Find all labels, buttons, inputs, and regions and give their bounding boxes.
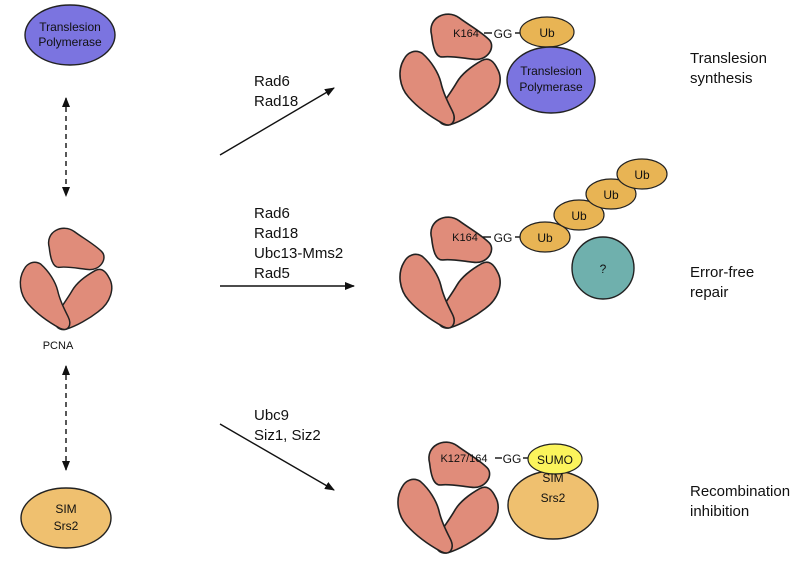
enzyme-rad6: Rad6 — [254, 73, 290, 90]
enzyme-rad18: Rad18 — [254, 93, 298, 110]
ubiquitin-4 — [616, 158, 668, 190]
gg-label: GG — [494, 27, 513, 41]
unknown-factor — [571, 236, 635, 300]
left-tl-polymerase: Translesion Polymerase — [24, 4, 116, 66]
pcna-label: PCNA — [43, 340, 74, 352]
tl-polymerase-label-2: Polymerase — [38, 35, 102, 49]
srs2-sim-label: SIM — [542, 471, 563, 485]
ub-label-1: Ub — [537, 231, 553, 245]
gg-label: GG — [503, 452, 522, 466]
srs2-sim-label: SIM — [55, 502, 76, 516]
ub-label-4: Ub — [634, 168, 650, 182]
outcome-line-1: Error-free — [690, 264, 754, 281]
lysine-label: K164 — [453, 28, 479, 40]
ub-label-2: Ub — [571, 209, 587, 223]
gg-label: GG — [494, 231, 513, 245]
ubiquitin-1 — [519, 221, 571, 253]
enzyme-siz1-siz2: Siz1, Siz2 — [254, 427, 321, 444]
left-srs2: SIM Srs2 — [20, 487, 112, 549]
enzyme-rad18: Rad18 — [254, 225, 298, 242]
sumo-label: SUMO — [537, 453, 573, 467]
pcna-trimer — [399, 13, 501, 126]
unknown-factor-label: ? — [600, 262, 607, 276]
sumo — [527, 443, 583, 475]
tl-polymerase-bound-label-1: Translesion — [520, 64, 582, 78]
tl-polymerase-bound-label-2: Polymerase — [519, 80, 583, 94]
outcome-line-1: Recombination — [690, 483, 790, 500]
tl-polymerase-bound — [506, 46, 596, 114]
outcome-line-2: synthesis — [690, 70, 753, 87]
outcome-line-2: repair — [690, 284, 728, 301]
outcome-line-1: Translesion — [690, 50, 767, 67]
pathway-translesion: Rad6 Rad18 K164 GG Ub Translesion Polyme… — [219, 13, 767, 156]
pcna-trimer — [399, 216, 501, 329]
ub-label: Ub — [539, 26, 555, 40]
outcome-line-2: inhibition — [690, 503, 749, 520]
srs2-label: Srs2 — [54, 519, 79, 533]
enzyme-ubc13-mms2: Ubc13-Mms2 — [254, 245, 343, 262]
tl-polymerase-label-1: Translesion — [39, 20, 101, 34]
tl-polymerase-oval — [24, 4, 116, 66]
enzyme-ubc9: Ubc9 — [254, 407, 289, 424]
lysine-label: K164 — [452, 232, 478, 244]
ubiquitin-2 — [553, 199, 605, 231]
lysine-label: K127/164 — [440, 453, 487, 465]
pcna-trimer — [19, 227, 113, 331]
srs2-oval — [20, 487, 112, 549]
ub-label-3: Ub — [603, 188, 619, 202]
ubiquitin-3 — [585, 178, 637, 210]
pathway-recombination: Ubc9 Siz1, Siz2 K127/164 GG SUMO SIM Srs… — [219, 407, 790, 554]
enzyme-rad5: Rad5 — [254, 265, 290, 282]
pathway-arrow — [219, 423, 335, 491]
pcna-ring-left: PCNA — [19, 227, 113, 352]
enzyme-rad6: Rad6 — [254, 205, 290, 222]
srs2-label: Srs2 — [541, 491, 566, 505]
pathway-error-free: Rad6 Rad18 Ubc13-Mms2 Rad5 K164 GG Ub Ub… — [220, 158, 754, 329]
pathway-arrow — [219, 87, 335, 156]
